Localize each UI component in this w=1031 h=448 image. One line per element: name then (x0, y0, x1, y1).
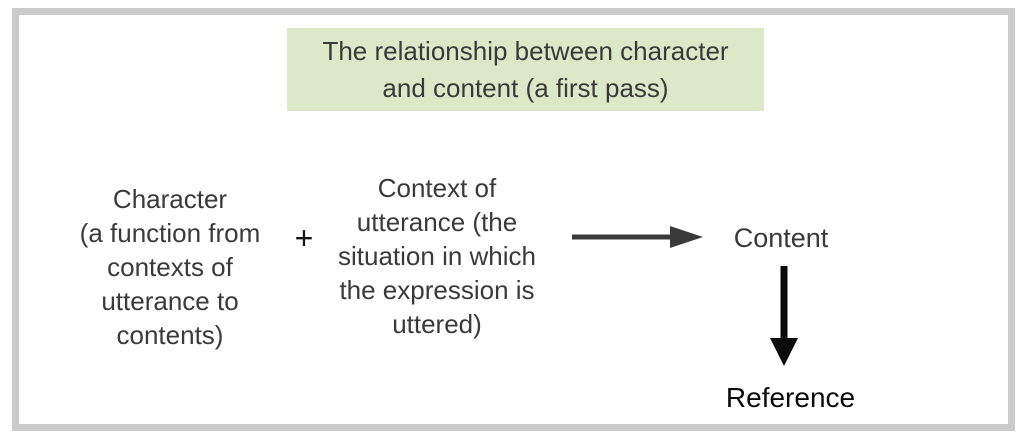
character-block-line: Character (112, 184, 228, 214)
character-block: Character (a function from contexts of u… (40, 182, 300, 352)
context-block-line: Context of (377, 173, 497, 203)
context-block-line: utterance (the (356, 207, 518, 237)
context-block: Context of utterance (the situation in w… (312, 171, 562, 341)
character-block-line: contents) (116, 320, 224, 350)
context-block-line: the expression is (339, 275, 535, 305)
title-line-1: The relationship between character (322, 35, 729, 66)
character-block-line: contexts of (107, 252, 233, 282)
character-block-line: utterance to (101, 286, 239, 316)
right-arrow-icon (572, 226, 703, 248)
down-arrow-icon (770, 266, 798, 366)
plus-operator: + (294, 220, 314, 256)
content-label: Content (733, 223, 829, 253)
context-block-line: uttered) (392, 309, 482, 339)
title-box: The relationship between character and c… (287, 28, 764, 111)
reference-label: Reference (725, 382, 856, 413)
context-block-line: situation in which (338, 241, 536, 271)
title-line-2: and content (a first pass) (382, 72, 669, 103)
character-block-line: (a function from (79, 218, 261, 248)
